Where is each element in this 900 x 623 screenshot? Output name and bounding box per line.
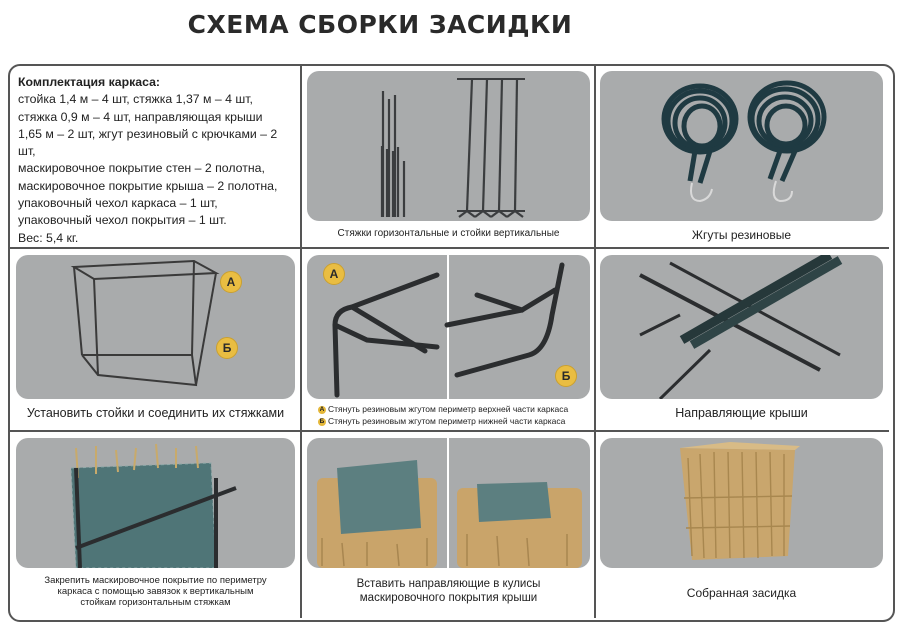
kit-line: 1,65 м – 2 шт, жгут резиновый с крючками… [18, 126, 278, 159]
cover-caption-line: стойкам горизонтальным стяжкам [80, 597, 231, 608]
marker-b: Б [555, 365, 577, 387]
cover-photo [16, 438, 295, 568]
kit-line: маскировочное покрытие крыша – 2 полотна… [18, 178, 278, 193]
roof-caption: Вставить направляющие в кулисы маскирово… [307, 577, 590, 605]
kit-heading: Комплектация каркаса: [18, 75, 161, 89]
cover-caption-line: Закрепить маскировочное покрытие по пери… [44, 575, 267, 586]
grid-divider [10, 430, 889, 432]
marker-a: А [220, 271, 242, 293]
cords-photo [600, 71, 883, 221]
marker-b: Б [216, 337, 238, 359]
grid-divider [300, 66, 302, 618]
guides-photo [600, 255, 883, 399]
frame-photo: А Б [16, 255, 295, 399]
page-title: СХЕМА СБОРКИ ЗАСИДКИ [187, 10, 573, 39]
marker-a: А [323, 263, 345, 285]
cover-caption: Закрепить маскировочное покрытие по пери… [16, 575, 295, 608]
kit-line: стойка 1,4 м – 4 шт, стяжка 1,37 м – 4 ш… [18, 92, 253, 107]
cover-caption-line: каркаса с помощью завязок к вертикальным [57, 586, 254, 597]
legend-text-a: Стянуть резиновым жгутом периметр верхне… [328, 404, 569, 414]
kit-line: Вес: 5,4 кг. [18, 230, 79, 245]
frame-caption: Установить стойки и соединить их стяжкам… [26, 406, 285, 420]
legend-badge-a: А [318, 405, 326, 414]
grid-divider [594, 66, 596, 618]
kit-list: Комплектация каркаса: стойка 1,4 м – 4 ш… [18, 74, 298, 247]
kit-line: упаковочный чехол покрытия – 1 шт. [18, 213, 227, 228]
rods-photo [307, 71, 590, 221]
done-caption: Собранная засидка [686, 586, 797, 600]
grid-divider [10, 247, 300, 249]
grid-divider [300, 247, 889, 249]
kit-line: маскировочное покрытие стен – 2 полотна, [18, 161, 265, 176]
corners-photo: А Б [307, 255, 590, 399]
kit-line: стяжка 0,9 м – 4 шт, направляющая крыши [18, 109, 263, 124]
done-photo [600, 438, 883, 568]
cords-caption: Жгуты резиновые [691, 228, 792, 242]
instruction-grid [8, 64, 895, 622]
legend-text-b: Стянуть резиновым жгутом периметр нижней… [328, 416, 566, 426]
guides-caption: Направляющие крыши [675, 406, 808, 420]
rods-caption: Стяжки горизонтальные и стойки вертикаль… [337, 228, 560, 239]
roof-photo [307, 438, 590, 568]
legend-badge-b: Б [318, 417, 326, 426]
roof-caption-line: маскировочного покрытия крыши [359, 592, 538, 604]
kit-line: упаковочный чехол каркаса – 1 шт, [18, 196, 218, 211]
roof-caption-line: Вставить направляющие в кулисы [356, 578, 541, 590]
